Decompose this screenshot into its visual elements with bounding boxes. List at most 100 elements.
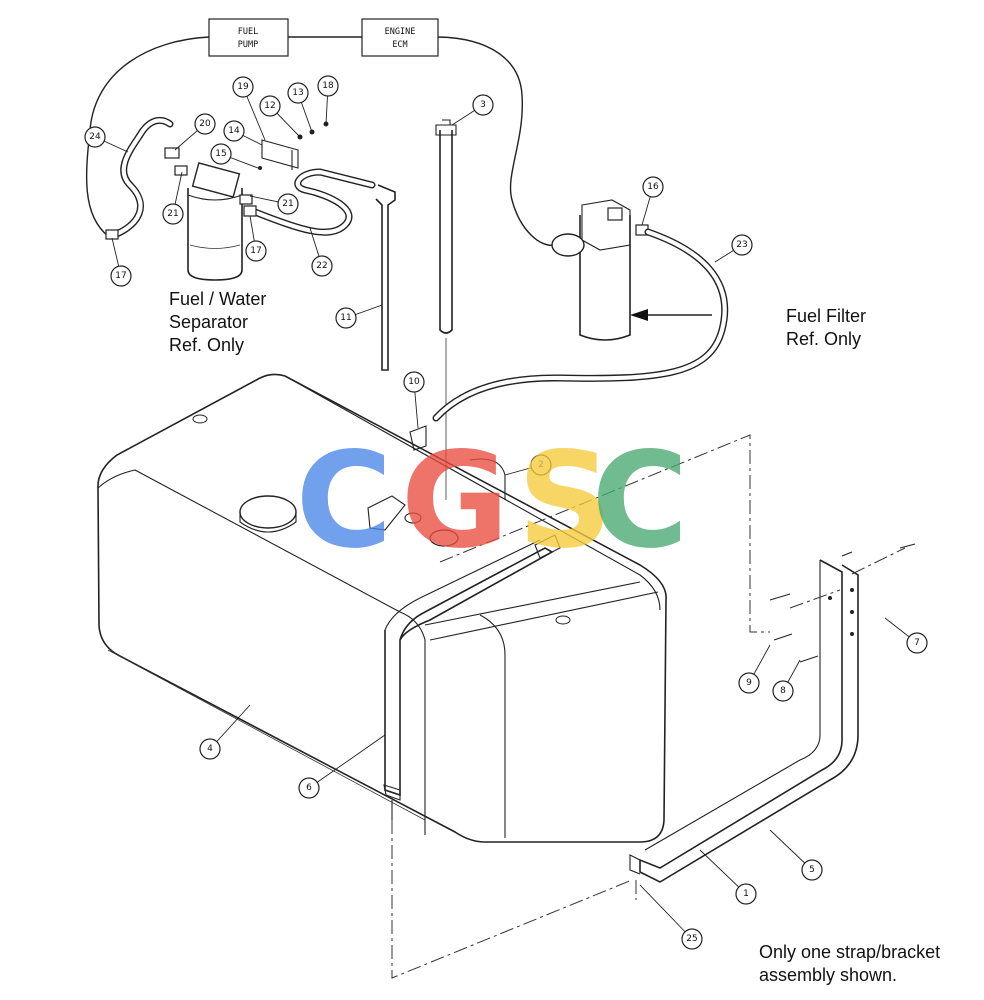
callout-number: 10 — [408, 377, 420, 387]
callout-11: 11 — [335, 304, 383, 329]
separator-note: Fuel / Water Separator Ref. Only — [169, 289, 266, 355]
engine-ecm-box: ENGINE ECM — [361, 18, 439, 57]
callout-number: 12 — [264, 101, 275, 111]
callout-bubble — [731, 234, 753, 256]
callout-bubble — [210, 143, 232, 165]
watermark-letter: S — [517, 424, 612, 578]
assembly-center-lines — [391, 434, 906, 979]
callout-number: 13 — [292, 88, 303, 98]
callout-22: 22 — [309, 227, 333, 277]
callout-19: 19 — [232, 76, 266, 141]
callout-2: 2 — [504, 454, 552, 476]
fuel-pump-label-2: PUMP — [238, 40, 258, 50]
callout-bubble — [681, 928, 703, 950]
callout-number: 20 — [199, 119, 211, 129]
callout-bubble — [772, 680, 794, 702]
return-tube-elbow — [375, 184, 396, 371]
callout-12: 12 — [259, 95, 301, 138]
callout-bubble — [311, 255, 333, 277]
callout-bubble — [472, 94, 494, 116]
callout-number: 15 — [215, 149, 226, 159]
callout-number: 16 — [647, 182, 659, 192]
callout-10: 10 — [403, 371, 425, 429]
callout-number: 2 — [538, 460, 544, 470]
callout-bubble — [735, 883, 757, 905]
callout-18: 18 — [317, 75, 339, 125]
callout-5: 5 — [769, 829, 823, 881]
filter-note-line-1: Fuel Filter — [786, 306, 866, 326]
callout-20: 20 — [174, 113, 216, 151]
callout-number: 14 — [228, 126, 240, 136]
separator-hoses — [105, 116, 376, 240]
callout-9: 9 — [738, 644, 771, 694]
callout-bubble — [906, 632, 928, 654]
callout-number: 17 — [250, 246, 261, 256]
callout-bubble — [335, 307, 357, 329]
callout-14: 14 — [223, 120, 263, 146]
callout-bubble — [738, 672, 760, 694]
callout-number: 7 — [914, 638, 920, 648]
callout-bubble — [194, 113, 216, 135]
callout-number: 24 — [89, 132, 101, 142]
callout-number: 11 — [340, 313, 351, 323]
filter-hose — [432, 228, 729, 422]
filter-note: Fuel Filter Ref. Only — [786, 306, 866, 349]
fuel-pump-box: FUEL PUMP — [208, 18, 289, 57]
callout-number: 5 — [809, 865, 815, 875]
callout-number: 17 — [115, 271, 126, 281]
callout-bubble — [232, 76, 254, 98]
callout-24: 24 — [84, 126, 129, 153]
callout-number: 6 — [306, 783, 312, 793]
assembly-note: Only one strap/bracket assembly shown. — [759, 942, 940, 985]
engine-ecm-label-1: ENGINE — [385, 27, 416, 37]
separator-note-line-3: Ref. Only — [169, 335, 244, 355]
callout-leader — [308, 734, 386, 789]
callout-6: 6 — [298, 734, 386, 799]
callout-8: 8 — [772, 659, 801, 702]
callout-number: 4 — [207, 744, 213, 754]
callout-3: 3 — [451, 94, 494, 126]
callout-bubble — [110, 265, 132, 287]
assembly-note-line-1: Only one strap/bracket — [759, 942, 940, 962]
wiring-harness — [85, 36, 556, 246]
callout-1: 1 — [699, 849, 757, 905]
callout-leader — [639, 884, 693, 940]
separator-note-line-1: Fuel / Water — [169, 289, 266, 309]
callout-13: 13 — [287, 82, 313, 133]
filter-note-line-2: Ref. Only — [786, 329, 861, 349]
callout-number: 8 — [780, 686, 786, 696]
callout-4: 4 — [199, 704, 251, 760]
callout-bubble — [277, 193, 299, 215]
callout-bubble — [84, 126, 106, 148]
watermark-letter: G — [401, 424, 509, 578]
callout-leader — [699, 849, 747, 895]
callout-bubble — [259, 95, 281, 117]
callout-number: 23 — [736, 240, 747, 250]
fuel-level-sender — [435, 119, 457, 500]
callout-number: 21 — [282, 199, 293, 209]
fuel-pump-label-1: FUEL — [238, 27, 258, 37]
callout-15: 15 — [210, 143, 259, 169]
callout-number: 18 — [322, 81, 334, 91]
callout-bubble — [317, 75, 339, 97]
part-callouts: 1234567891011121314151617171819202121222… — [84, 75, 928, 950]
callout-number: 21 — [167, 209, 178, 219]
callout-bubble — [287, 82, 309, 104]
callout-bubble — [642, 176, 664, 198]
callout-23: 23 — [714, 234, 753, 263]
engine-ecm-label-2: ECM — [392, 40, 407, 50]
fuel-tank — [97, 373, 667, 843]
callout-7: 7 — [884, 617, 928, 654]
mounting-bracket — [258, 121, 329, 170]
fuel-filter — [551, 199, 649, 341]
callout-17: 17 — [110, 237, 132, 287]
separator-note-line-2: Separator — [169, 312, 248, 332]
callout-bubble — [801, 859, 823, 881]
callout-bubble — [162, 203, 184, 225]
tank-strap — [383, 534, 561, 820]
callout-bubble — [403, 371, 425, 393]
callout-17: 17 — [245, 215, 267, 262]
callout-number: 1 — [743, 889, 749, 899]
